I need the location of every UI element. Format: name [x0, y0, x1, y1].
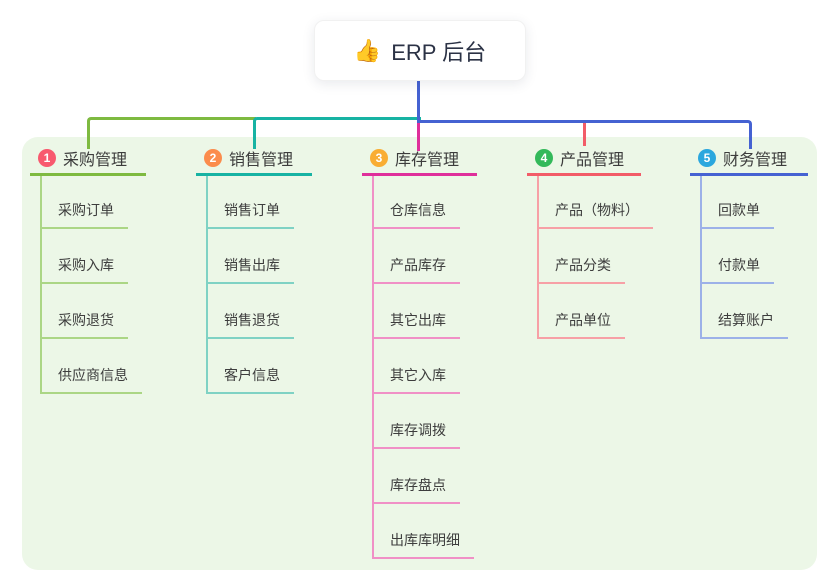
child-node-label: 其它出库	[390, 312, 446, 328]
branch-label: 财务管理	[723, 151, 788, 169]
child-node[interactable]: 采购退货	[40, 284, 128, 339]
child-node-label: 出库库明细	[390, 532, 460, 548]
child-node[interactable]: 其它入库	[372, 339, 460, 394]
child-node-label: 销售出库	[224, 257, 280, 273]
branch-header-product[interactable]: 4 产品管理	[527, 146, 641, 176]
branch-label: 采购管理	[63, 151, 128, 169]
child-node-label: 库存盘点	[390, 477, 446, 493]
branch-finance: 5 财务管理回款单付款单结算账户	[690, 146, 808, 339]
branch-label: 库存管理	[395, 151, 460, 169]
thumbs-up-icon: 👍	[353, 37, 382, 63]
connector-product-drop	[583, 123, 586, 146]
connector-finance-elbow	[418, 120, 752, 149]
child-node[interactable]: 采购订单	[40, 176, 128, 229]
child-node-label: 付款单	[718, 257, 760, 273]
branch-children-inventory: 仓库信息产品库存其它出库其它入库库存调拨库存盘点出库库明细	[372, 176, 477, 559]
branch-badge-inventory: 3	[370, 148, 388, 167]
child-node-label: 销售退货	[224, 312, 280, 328]
connector-inventory-drop	[417, 120, 420, 151]
child-node-label: 采购入库	[58, 257, 114, 273]
child-node-label: 客户信息	[224, 367, 280, 383]
branch-header-finance[interactable]: 5 财务管理	[690, 146, 808, 176]
branch-product: 4 产品管理产品（物料） 产品分类产品单位	[527, 146, 653, 339]
child-node[interactable]: 客户信息	[206, 339, 294, 394]
child-node[interactable]: 产品库存	[372, 229, 460, 284]
child-node-label: 采购退货	[58, 312, 114, 328]
branch-badge-product: 4	[535, 148, 553, 167]
branch-header-sales[interactable]: 2 销售管理	[196, 146, 312, 176]
connector-purchase-elbow	[87, 117, 256, 149]
child-node[interactable]: 销售出库	[206, 229, 294, 284]
child-node[interactable]: 产品分类	[537, 229, 625, 284]
child-node[interactable]: 库存调拨	[372, 394, 460, 449]
child-node[interactable]: 销售退货	[206, 284, 294, 339]
child-node-label: 产品单位	[555, 312, 611, 328]
child-node-label: 供应商信息	[58, 367, 128, 383]
child-node[interactable]: 供应商信息	[40, 339, 142, 394]
branch-inventory: 3 库存管理仓库信息产品库存其它出库其它入库库存调拨库存盘点出库库明细	[362, 146, 477, 559]
child-node-label: 仓库信息	[390, 202, 446, 218]
child-node-label: 回款单	[718, 202, 760, 218]
child-node[interactable]: 出库库明细	[372, 504, 474, 559]
branch-badge-finance: 5	[698, 148, 716, 167]
child-node-label: 结算账户	[718, 312, 774, 328]
child-node-label: 产品分类	[555, 257, 611, 273]
child-node[interactable]: 结算账户	[700, 284, 788, 339]
branch-purchase: 1 采购管理采购订单采购入库采购退货供应商信息	[30, 146, 146, 394]
branch-label: 产品管理	[560, 151, 625, 169]
child-node-label: 产品库存	[390, 257, 446, 273]
child-node[interactable]: 仓库信息	[372, 176, 460, 229]
branches-panel	[22, 137, 817, 570]
child-node-label: 库存调拨	[390, 422, 446, 438]
branch-header-inventory[interactable]: 3 库存管理	[362, 146, 477, 176]
child-node-label: 其它入库	[390, 367, 446, 383]
child-node[interactable]: 库存盘点	[372, 449, 460, 504]
branch-badge-sales: 2	[204, 148, 222, 167]
branch-label: 销售管理	[229, 151, 294, 169]
child-node[interactable]: 销售订单	[206, 176, 294, 229]
child-node-label: 产品（物料）	[555, 202, 639, 218]
branch-children-sales: 销售订单销售出库销售退货客户信息	[206, 176, 312, 394]
branch-badge-purchase: 1	[38, 148, 56, 167]
branch-header-purchase[interactable]: 1 采购管理	[30, 146, 146, 176]
branch-children-product: 产品（物料） 产品分类产品单位	[537, 176, 653, 339]
branch-sales: 2 销售管理销售订单销售出库销售退货客户信息	[196, 146, 312, 394]
child-node-label: 销售订单	[224, 202, 280, 218]
child-node[interactable]: 产品（物料）	[537, 176, 653, 229]
root-node[interactable]: 👍 ERP 后台	[314, 20, 526, 81]
child-node[interactable]: 采购入库	[40, 229, 128, 284]
branch-children-finance: 回款单付款单结算账户	[700, 176, 808, 339]
child-node[interactable]: 其它出库	[372, 284, 460, 339]
branch-children-purchase: 采购订单采购入库采购退货供应商信息	[40, 176, 146, 394]
child-node[interactable]: 付款单	[700, 229, 774, 284]
child-node[interactable]: 产品单位	[537, 284, 625, 339]
child-node[interactable]: 回款单	[700, 176, 774, 229]
child-node-label: 采购订单	[58, 202, 114, 218]
connector-sales-elbow	[253, 117, 421, 149]
connector-root-drop	[417, 79, 420, 123]
root-label: ERP 后台	[391, 39, 487, 65]
